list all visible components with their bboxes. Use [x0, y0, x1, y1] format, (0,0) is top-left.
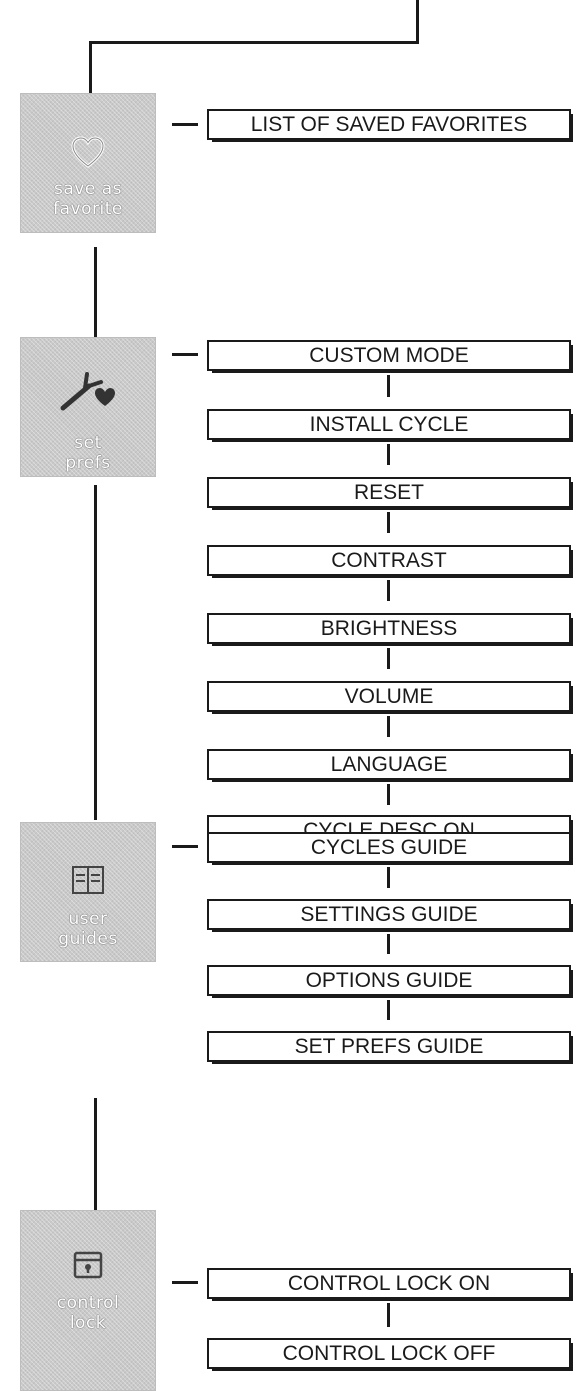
branch-connector: [172, 353, 198, 356]
menu-chain-connector: [387, 784, 390, 805]
save-as-favorite-tile[interactable]: save as favorite: [20, 93, 156, 233]
lock-icon: [73, 1251, 103, 1279]
tile-label: user guides: [58, 909, 118, 949]
menu-item-language[interactable]: LANGUAGE: [207, 749, 573, 782]
menu-item-options-guide[interactable]: OPTIONS GUIDE: [207, 965, 573, 998]
branch-connector: [172, 123, 198, 126]
menu-item-settings-guide[interactable]: SETTINGS GUIDE: [207, 899, 573, 932]
menu-item-custom-mode[interactable]: CUSTOM MODE: [207, 340, 573, 373]
entry-connector-drop: [89, 41, 92, 93]
wrench-heart-icon: [60, 372, 115, 411]
user-guides-tile[interactable]: user guides: [20, 822, 156, 962]
menu-item-set-prefs-guide[interactable]: SET PREFS GUIDE: [207, 1031, 573, 1064]
entry-connector-horizontal: [89, 41, 419, 44]
branch-connector: [172, 1281, 198, 1284]
menu-item-install-cycle[interactable]: INSTALL CYCLE: [207, 409, 573, 442]
menu-chain-connector: [387, 580, 390, 601]
menu-item-control-lock-off[interactable]: CONTROL LOCK OFF: [207, 1338, 573, 1371]
heart-icon: [71, 136, 105, 168]
control-lock-tile[interactable]: control lock: [20, 1210, 156, 1391]
menu-item-control-lock-on[interactable]: CONTROL LOCK ON: [207, 1268, 573, 1301]
tile-label: set prefs: [65, 433, 111, 473]
menu-chain-connector: [387, 1303, 390, 1327]
menu-item-cycles-guide[interactable]: CYCLES GUIDE: [207, 832, 573, 865]
menu-chain-connector: [387, 375, 390, 397]
spine-segment: [94, 1098, 97, 1210]
tile-label: save as favorite: [53, 179, 123, 219]
menu-item-contrast[interactable]: CONTRAST: [207, 545, 573, 578]
branch-connector: [172, 845, 198, 848]
menu-item-reset[interactable]: RESET: [207, 477, 573, 510]
menu-chain-connector: [387, 444, 390, 465]
menu-item-brightness[interactable]: BRIGHTNESS: [207, 613, 573, 646]
entry-connector-vertical: [416, 0, 419, 44]
menu-chain-connector: [387, 867, 390, 888]
menu-item-list-of-saved-favorites[interactable]: LIST OF SAVED FAVORITES: [207, 109, 573, 142]
menu-chain-connector: [387, 648, 390, 669]
menu-item-volume[interactable]: VOLUME: [207, 681, 573, 714]
tile-label: control lock: [56, 1293, 120, 1333]
spine-segment: [94, 247, 97, 337]
menu-chain-connector: [387, 934, 390, 954]
spine-segment: [94, 485, 97, 820]
book-icon: [72, 866, 104, 894]
menu-chain-connector: [387, 716, 390, 737]
set-prefs-tile[interactable]: set prefs: [20, 337, 156, 477]
menu-chain-connector: [387, 1000, 390, 1020]
menu-chain-connector: [387, 512, 390, 533]
